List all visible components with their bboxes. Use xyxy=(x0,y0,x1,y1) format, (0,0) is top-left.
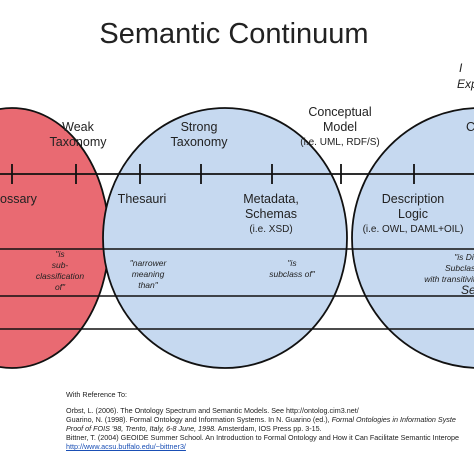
weak-taxonomy-line-1: Weak xyxy=(62,120,94,134)
quote-is-disjoint: "is Disjoi Subclass o with transitivity … xyxy=(413,252,474,285)
quote-line: of" xyxy=(54,282,66,292)
description-logic-example: (i.e. OWL, DAML+OIL) xyxy=(362,224,464,235)
references-heading: With Reference To: xyxy=(66,390,127,399)
conceptual-model-line-2: Model xyxy=(322,120,358,134)
quote-line: subclass of" xyxy=(269,269,315,279)
strong-taxonomy-line-2: Taxonomy xyxy=(170,135,228,149)
quote-line: with transitivity p xyxy=(424,274,474,284)
quote-narrower-meaning: "narrower meaning than" xyxy=(130,258,167,291)
right-quote-fragment: Se xyxy=(461,283,474,297)
logic-blue-ellipse xyxy=(351,107,474,369)
quote-line: "is xyxy=(55,249,65,259)
description-logic-line-1: Description xyxy=(381,192,445,206)
metadata-schemas-label: Metadata, Schemas (i.e. XSD) xyxy=(243,192,299,237)
quote-line: than" xyxy=(138,280,158,290)
conceptual-model-line-1: Conceptual xyxy=(308,105,372,119)
reference-text: Orbst, L. (2006). The Ontology Spectrum … xyxy=(66,406,359,415)
slide-title: Semantic Continuum xyxy=(99,18,369,50)
reference-line: http://www.acsu.buffalo.edu/~bittner3/ xyxy=(66,442,186,452)
reference-text: Guarino, N. (1998). Formal Ontology and … xyxy=(66,415,332,424)
reference-line: Orbst, L. (2006). The Ontology Spectrum … xyxy=(66,406,359,416)
reference-text: Amsterdam, IOS Press pp. 3-15. xyxy=(216,424,322,433)
description-logic-label: Description Logic (i.e. OWL, DAML+OIL) xyxy=(363,192,464,237)
quote-is-subclassification: "is sub- classification of" xyxy=(36,249,84,293)
weak-taxonomy-line-2: Taxonomy xyxy=(49,135,107,149)
quote-is-subclass-of: "is subclass of" xyxy=(269,258,315,280)
reference-link[interactable]: http://www.acsu.buffalo.edu/~bittner3/ xyxy=(66,442,186,451)
metadata-line-2: Schemas xyxy=(244,207,298,221)
top-right-text-1: I xyxy=(459,61,463,75)
right-category-label: C xyxy=(466,120,474,134)
taxonomy-blue-ellipse xyxy=(102,107,348,369)
quote-line: classification xyxy=(35,271,85,281)
weak-taxonomy-label: Weak Taxonomy xyxy=(50,120,107,150)
quote-line: "is xyxy=(287,258,297,268)
glossary-label: ossary xyxy=(0,192,37,206)
reference-line: Guarino, N. (1998). Formal Ontology and … xyxy=(66,415,456,425)
quote-line: Subclass o xyxy=(445,263,474,273)
conceptual-model-example: (i.e. UML, RDF/S) xyxy=(300,137,380,148)
reference-line: Proof of FOIS '98, Trento, Italy, 6-8 Ju… xyxy=(66,424,322,434)
description-logic-line-2: Logic xyxy=(398,207,428,221)
quote-line: sub- xyxy=(51,260,69,270)
reference-text: Bittner, T. (2004) GEOIDE Summer School.… xyxy=(66,433,459,442)
metadata-line-1: Metadata, xyxy=(243,192,299,206)
metadata-example: (i.e. XSD) xyxy=(249,224,293,235)
thesauri-label: Thesauri xyxy=(117,192,167,206)
strong-taxonomy-line-1: Strong xyxy=(180,120,218,134)
strong-taxonomy-label: Strong Taxonomy xyxy=(171,120,228,150)
top-right-text-2: Exp xyxy=(457,77,474,91)
conceptual-model-label: Conceptual Model (i.e. UML, RDF/S) xyxy=(300,105,379,150)
reference-italic-text: Proof of FOIS '98, Trento, Italy, 6-8 Ju… xyxy=(66,424,217,433)
quote-line: meaning xyxy=(131,269,165,279)
quote-line: "is Disjoi xyxy=(454,252,474,262)
quote-line: "narrower xyxy=(129,258,167,268)
reference-line: Bittner, T. (2004) GEOIDE Summer School.… xyxy=(66,433,459,443)
reference-italic-text: Formal Ontologies in Information Syste xyxy=(331,415,456,424)
